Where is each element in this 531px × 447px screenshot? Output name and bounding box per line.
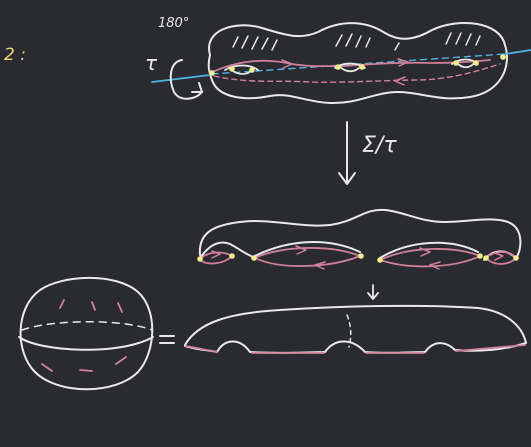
fixed-curve-back <box>213 63 501 83</box>
quotient-lower-edge <box>199 241 254 259</box>
direction-arrow <box>397 58 409 67</box>
direction-arrow <box>394 76 406 86</box>
disk-seam <box>346 314 352 348</box>
surface-outline <box>207 22 508 105</box>
direction-arrow <box>281 59 293 69</box>
genus-three-surface <box>151 22 531 105</box>
sphere-equator-back <box>21 321 153 331</box>
quotient-surface <box>197 208 522 270</box>
sphere-pink-marks <box>41 299 127 372</box>
back-hatching <box>232 32 481 51</box>
rotation-axis <box>151 74 211 83</box>
rotation-arrow <box>169 59 203 100</box>
flattened-disk <box>184 304 527 354</box>
boundary-loop <box>254 247 361 267</box>
direction-arrow <box>314 261 326 270</box>
rotation-arrowhead <box>191 82 203 93</box>
disk-lower-edge <box>184 340 527 354</box>
fixed-curve-front <box>211 59 491 73</box>
rotation-angle-label: 180° <box>158 16 189 31</box>
boundary-loop <box>199 251 233 265</box>
quotient-arrow <box>338 121 356 185</box>
equals-sign <box>159 335 175 344</box>
sphere <box>18 276 154 391</box>
disk-boundary-arcs <box>185 344 526 354</box>
quotient-map-label: Σ/τ <box>362 133 397 158</box>
page-number-label: 2 : <box>4 45 26 65</box>
direction-arrow <box>494 252 504 261</box>
hole <box>224 64 259 71</box>
quotient-lower-edge <box>252 241 361 258</box>
sphere-equator-front <box>18 336 154 351</box>
direction-arrow <box>419 247 431 257</box>
direction-arrow <box>429 261 441 270</box>
rotation-axis-right <box>504 49 531 55</box>
fixed-points <box>209 54 506 76</box>
direction-arrow <box>211 250 221 259</box>
involution-label: τ <box>145 51 158 75</box>
small-down-arrow <box>367 284 379 300</box>
quotient-outline <box>198 208 522 259</box>
branch-points <box>197 253 519 263</box>
quotient-lower-edge <box>379 241 479 259</box>
direction-arrow <box>295 245 307 255</box>
disk-top-edge <box>184 304 527 346</box>
sphere-outline <box>19 276 154 391</box>
